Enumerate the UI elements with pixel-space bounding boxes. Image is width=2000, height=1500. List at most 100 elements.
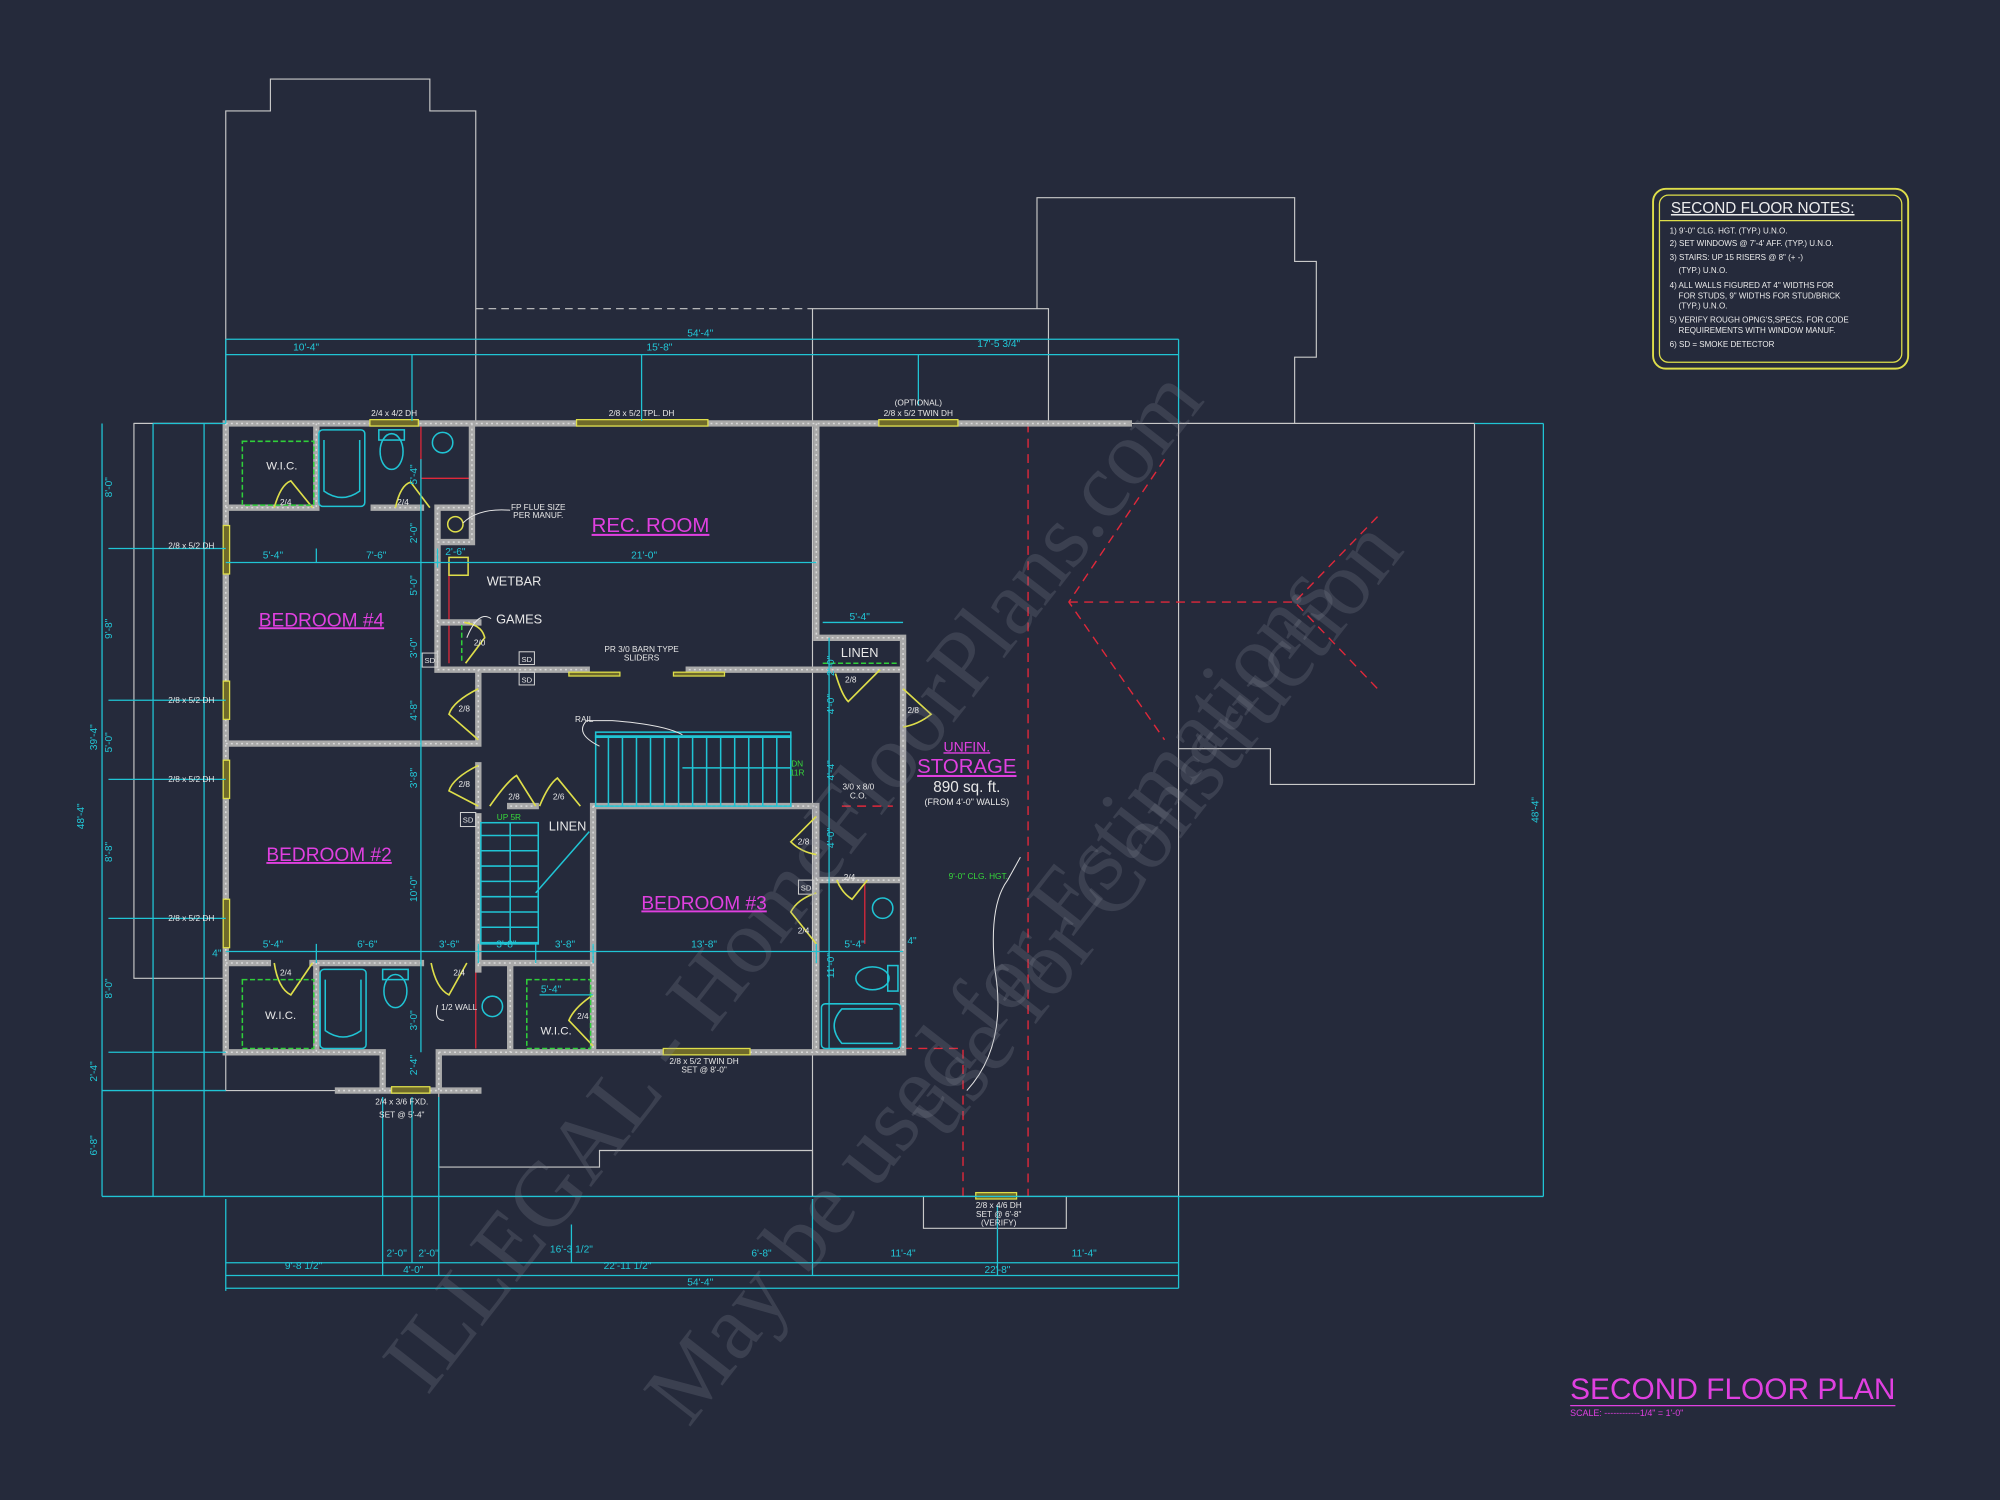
dimension-label: 16'-3 1/2" (550, 1245, 593, 1256)
dimension-label: 5'-4" (263, 940, 284, 951)
door-size-label: 2/8 (459, 779, 471, 789)
window-label: 2/8 x 5/2 DH (168, 695, 214, 705)
dimension-label: 48'-4" (1530, 797, 1541, 823)
dimension-label: 2'-0" (387, 1248, 408, 1259)
room-label-bedroom-2: BEDROOM #2 (266, 845, 391, 866)
toilet (383, 973, 408, 1009)
dimension-label: 5'-4" (844, 940, 865, 951)
room-label-rec-room: REC. ROOM (592, 515, 710, 537)
door-size-label: 2/8 (798, 836, 810, 846)
door-size-label: 2/4 (798, 926, 810, 936)
note-item: FOR STUDS, 9" WIDTHS FOR STUD/BRICK (1679, 291, 1841, 300)
storage-note: (FROM 4'-0" WALLS) (924, 797, 1009, 807)
title-block: SECOND FLOOR PLAN SCALE: ------------1/4… (1570, 1373, 1895, 1418)
sink (871, 897, 894, 920)
dimension-label: 2'-0" (826, 655, 837, 676)
room-label-bedroom-3: BEDROOM #3 (641, 893, 766, 914)
dimension-label: 9'-8 1/2" (285, 1261, 323, 1272)
smoke-detector-label: SD (801, 883, 812, 892)
drawing-title: SECOND FLOOR PLAN (1570, 1373, 1895, 1406)
door-size-label: 2/4 (280, 497, 292, 507)
sink (431, 431, 454, 454)
sink (481, 995, 504, 1018)
dimension-label: 10'-4" (293, 343, 319, 354)
label-fp-flue: PER MANUF. (513, 510, 563, 520)
dimension-label: 39'-4" (89, 724, 100, 750)
room-label-bedroom-4: BEDROOM #4 (259, 610, 385, 631)
dimension-label: 3'-0" (409, 637, 420, 658)
window-label: 2/4 x 3/6 FXD. (375, 1097, 428, 1107)
dimension-label: 3'-6" (439, 940, 460, 951)
dimension-label: 4'-4" (826, 760, 837, 781)
dimension-label: 5'-0" (409, 575, 420, 596)
label-fp-flue: FP FLUE SIZE (511, 502, 566, 512)
dimension-label: 7'-6" (366, 551, 387, 562)
dimension-label: 2'-0" (418, 1248, 439, 1259)
roof-lines (420, 423, 1379, 1197)
door-size-label: 2/4 (280, 968, 292, 978)
dimension-label: 4" (212, 949, 222, 960)
door-size-label: 2/4 (577, 1011, 589, 1021)
smoke-detector-label: SD (521, 675, 532, 684)
dimension-label: 3'-0" (409, 1010, 420, 1031)
label-stair-up: UP 5R (497, 812, 521, 822)
bathtub (820, 1003, 902, 1050)
drawing-scale: SCALE: ------------1/4" = 1'-0" (1570, 1408, 1683, 1418)
label-wic: W.I.C. (265, 1010, 296, 1022)
dimension-label: 6'-6" (357, 940, 378, 951)
note-item: 2) SET WINDOWS @ 7'-4' AFF. (TYP.) U.N.O… (1670, 239, 1834, 248)
bathtub (318, 429, 366, 508)
storage-area: 890 sq. ft. (933, 779, 1000, 796)
second-floor-notes: SECOND FLOOR NOTES: 1) 9'-0" CLG. HGT. (… (1652, 187, 1910, 370)
window-label: 2/8 x 5/2 TWIN DH (669, 1056, 738, 1066)
door-size-label: 2/4 (453, 968, 465, 978)
room-label-unfinished: UNFIN. (943, 738, 990, 754)
dimension-label: 22'-8" (984, 1265, 1010, 1276)
stairs (480, 731, 792, 945)
dimension-label: 11'-0" (826, 953, 837, 979)
smoke-detector-label: SD (425, 656, 436, 665)
dimension-label: 10'-0" (409, 876, 420, 902)
window-label: 2/8 x 5/2 DH (168, 774, 214, 784)
dimension-label: 22'-11 1/2" (604, 1261, 652, 1272)
window-label: 2/8 x 5/2 DH (168, 913, 214, 923)
toilet (379, 432, 404, 471)
label-rail: RAIL (575, 714, 594, 724)
dimension-label: 2'-0" (409, 523, 420, 544)
window-label: 2/8 x 5/2 TPL. DH (609, 408, 675, 418)
fixtures (241, 429, 902, 1050)
dimension-label: 6'-8" (751, 1248, 772, 1259)
dimension-label: 54'-4" (687, 329, 713, 340)
door-size-label: 2/0 (474, 637, 486, 647)
dimension-label: 4'-8" (409, 700, 420, 721)
dimension-label: 8'-0" (104, 978, 115, 999)
door-size-label: 2/8 (459, 704, 471, 714)
window-label: 2/8 x 5/2 DH (168, 540, 214, 550)
dimension-label: 8'-0" (104, 477, 115, 498)
label-wic: W.I.C. (541, 1025, 572, 1037)
window-label: SET @ 6'-8" (976, 1209, 1022, 1219)
label-stair-down: DN (791, 759, 803, 769)
dimension-label: 2'-6" (445, 547, 466, 558)
window-label: 2/8 x 5/2 TWIN DH (884, 408, 953, 418)
door-size-label: 2/4 (844, 872, 856, 882)
window-label: SET @ 8'-0" (681, 1065, 727, 1075)
dimension-label: 48'-4" (76, 803, 87, 829)
dimension-label: 4'-0" (403, 1265, 424, 1276)
room-label-storage: STORAGE (917, 756, 1016, 778)
dimension-label: 6'-8" (89, 1135, 100, 1156)
dimension-label: 3'-8" (496, 940, 517, 951)
window-label: (VERIFY) (981, 1218, 1017, 1228)
label-ceiling-height: 9'-0" CLG. HGT. (949, 871, 1008, 881)
dimension-label: 54'-4" (687, 1278, 713, 1289)
note-item: 1) 9'-0" CLG. HGT. (TYP.) U.N.O. (1670, 226, 1788, 235)
dimension-label: 21'-0" (631, 551, 657, 562)
note-item: 6) SD = SMOKE DETECTOR (1670, 340, 1775, 349)
dimension-label: 11'-4" (890, 1248, 916, 1259)
dimension-label: 5'-0" (104, 732, 115, 753)
dimension-label: 5'-4" (850, 612, 871, 623)
fireplace-flue (446, 515, 464, 533)
dimension-label: 5'-4" (409, 464, 420, 485)
dimension-label: 2'-4" (409, 1055, 420, 1076)
